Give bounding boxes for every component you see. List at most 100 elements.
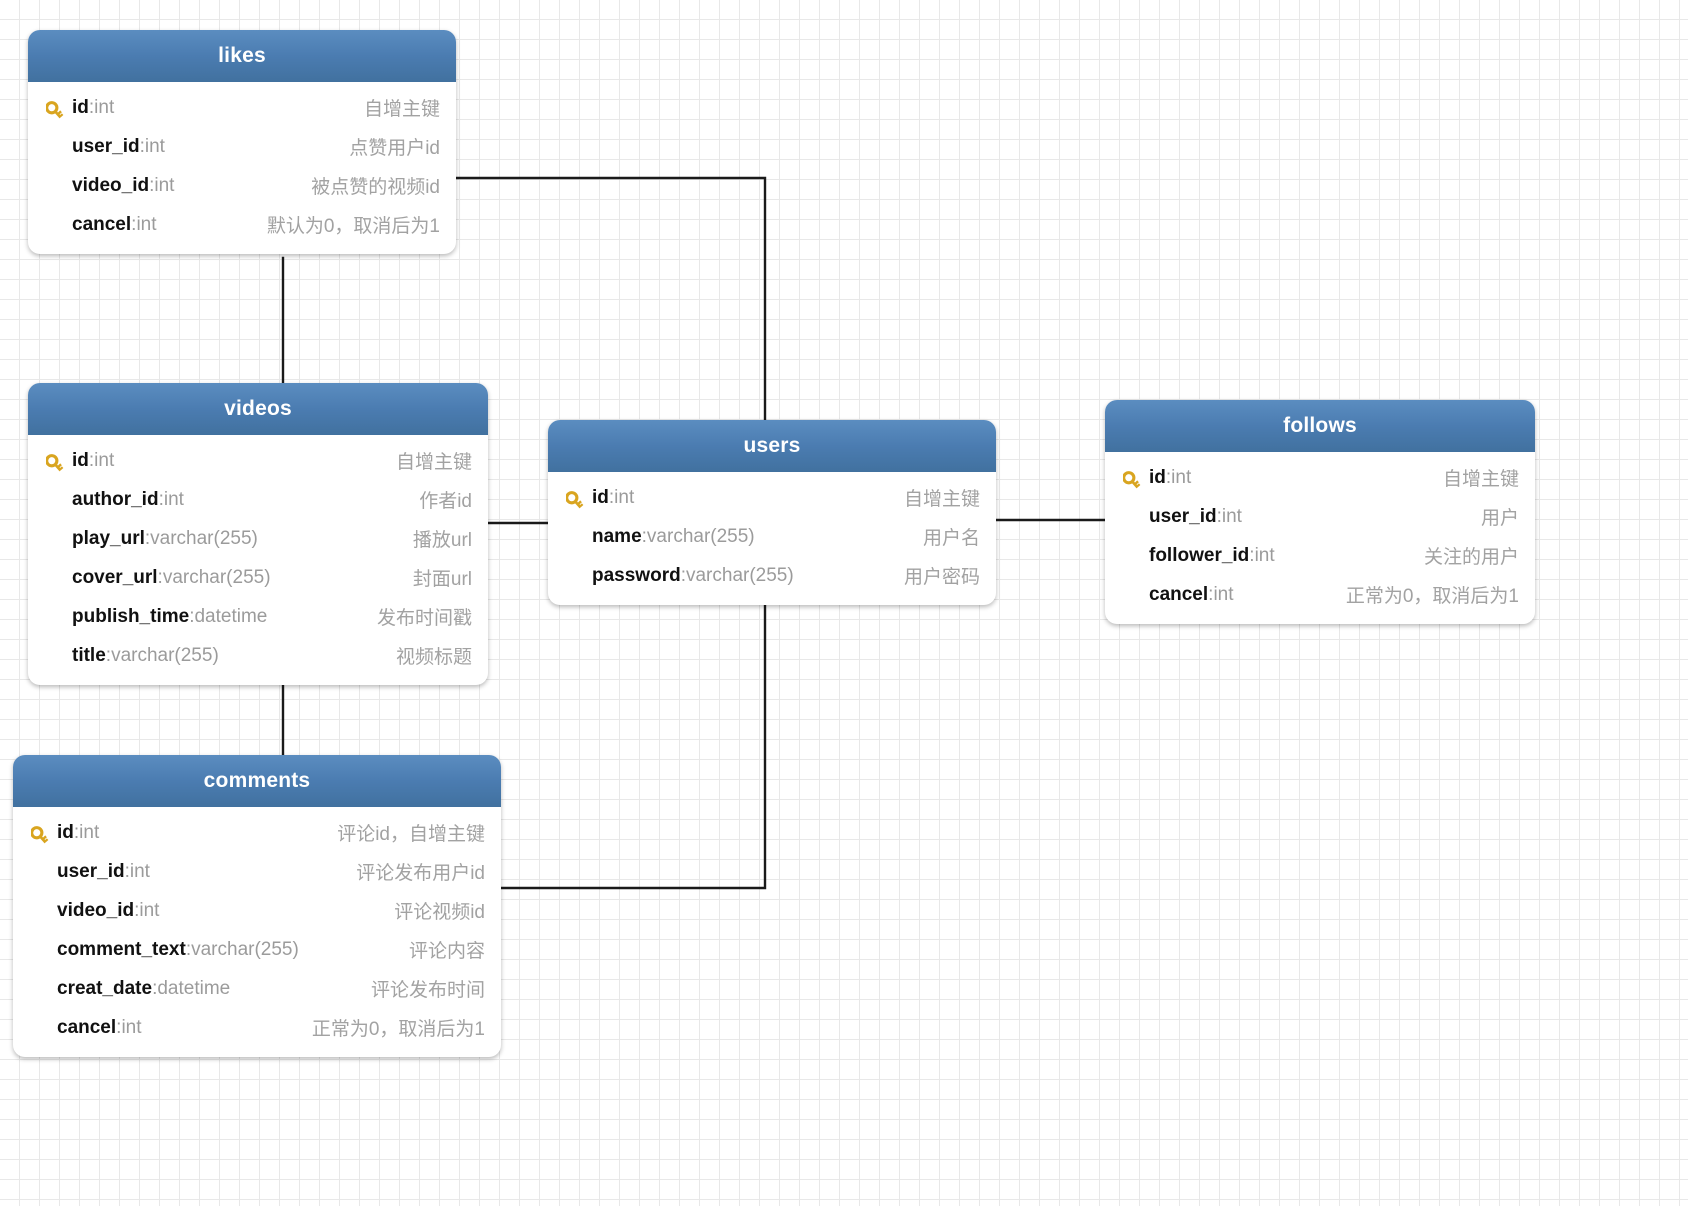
field-comment: 播放url (412, 530, 472, 551)
table-title-users: users (743, 434, 801, 457)
edge-likes-users[interactable] (454, 176, 767, 422)
field-type: int (139, 899, 160, 921)
field-separator: : (158, 488, 164, 510)
field-separator: : (105, 644, 112, 666)
table-row[interactable]: id: int 自增主键 (28, 441, 488, 480)
field-signature: user_id: int (1149, 506, 1242, 528)
field-signature: author_id: int (72, 489, 184, 511)
field-name: password (592, 564, 681, 586)
table-row[interactable]: play_url: varchar(255)播放url (28, 519, 488, 558)
table-row[interactable]: title: varchar(255)视频标题 (28, 636, 488, 675)
table-header-follows[interactable]: follows (1105, 400, 1535, 452)
field-separator: : (116, 1016, 122, 1038)
field-name: video_id (57, 899, 135, 921)
field-type: int (1171, 466, 1192, 488)
table-row[interactable]: cancel: int 正常为0，取消后为1 (1105, 575, 1535, 614)
primary-key-icon (562, 487, 592, 509)
field-comment: 正常为0，取消后为1 (311, 1019, 485, 1040)
field-signature: id: int (592, 487, 634, 509)
field-separator: : (1249, 544, 1255, 566)
field-comment: 正常为0，取消后为1 (1345, 586, 1519, 607)
table-row[interactable]: password: varchar(255)用户密码 (548, 556, 996, 595)
field-separator: : (608, 486, 615, 508)
field-signature: user_id: int (57, 861, 150, 883)
field-separator: : (641, 525, 647, 547)
primary-key-icon (1119, 467, 1149, 489)
table-row[interactable]: comment_text: varchar(255)评论内容 (13, 930, 501, 969)
table-row[interactable]: cover_url: varchar(255) 封面url (28, 558, 488, 597)
field-separator: : (1208, 583, 1214, 605)
field-separator: : (73, 821, 80, 843)
field-name: cancel (57, 1016, 117, 1038)
table-row[interactable]: publish_time: datetime 发布时间戳 (28, 597, 488, 636)
field-comment: 默认为0，取消后为1 (266, 216, 440, 237)
field-name: user_id (57, 860, 125, 882)
field-name: name (592, 525, 642, 547)
er-table-users[interactable]: users id: int 自增主键 name: varchar(255)用户名 pas… (548, 420, 996, 605)
field-type: int (94, 449, 115, 471)
field-comment: 封面url (412, 569, 472, 590)
field-type: int (154, 174, 175, 196)
field-comment: 作者id (419, 491, 472, 512)
table-row[interactable]: user_id: int 用户 (1105, 497, 1535, 536)
field-signature: id: int (72, 450, 114, 472)
field-comment: 关注的用户 (1423, 547, 1519, 568)
field-type: int (163, 488, 184, 510)
field-signature: comment_text: varchar(255) (57, 939, 299, 961)
table-header-likes[interactable]: likes (28, 30, 456, 82)
field-comment: 评论发布时间 (370, 980, 485, 1001)
field-comment: 评论视频id (394, 902, 485, 923)
field-name: id (1149, 466, 1166, 488)
table-header-videos[interactable]: videos (28, 383, 488, 435)
table-body-users: id: int 自增主键 name: varchar(255)用户名 password… (548, 472, 996, 605)
table-header-comments[interactable]: comments (13, 755, 501, 807)
field-signature: cancel: int (72, 214, 157, 236)
field-comment: 自增主键 (395, 452, 472, 473)
field-separator: : (157, 566, 163, 588)
field-separator: : (88, 449, 95, 471)
field-signature: publish_time: datetime (72, 606, 267, 628)
table-row[interactable]: name: varchar(255)用户名 (548, 517, 996, 556)
table-row[interactable]: id: int 自增主键 (548, 478, 996, 517)
field-type: int (1254, 544, 1275, 566)
field-comment: 自增主键 (363, 99, 440, 120)
field-comment: 被点赞的视频id (311, 177, 440, 198)
field-comment: 自增主键 (903, 489, 980, 510)
table-row[interactable]: cancel: int 默认为0，取消后为1 (28, 205, 456, 244)
field-type: varchar(255) (685, 564, 794, 586)
table-row[interactable]: cancel: int 正常为0，取消后为1 (13, 1008, 501, 1047)
edge-comments-users[interactable] (499, 600, 767, 890)
field-name: user_id (72, 135, 140, 157)
field-signature: cancel: int (57, 1017, 142, 1039)
field-comment: 用户 (1480, 508, 1519, 529)
field-name: cancel (1149, 583, 1209, 605)
primary-key-icon (42, 97, 72, 119)
field-type: int (1213, 583, 1234, 605)
field-comment: 点赞用户id (349, 138, 440, 159)
field-comment: 发布时间戳 (376, 608, 472, 629)
field-comment: 用户密码 (903, 567, 980, 588)
field-name: user_id (1149, 505, 1217, 527)
field-signature: cover_url: varchar(255) (72, 567, 271, 589)
field-separator: : (131, 213, 137, 235)
field-separator: : (152, 977, 158, 999)
field-name: id (57, 821, 74, 843)
table-header-users[interactable]: users (548, 420, 996, 472)
field-type: varchar(255) (150, 527, 258, 549)
table-row[interactable]: author_id: int 作者id (28, 480, 488, 519)
field-separator: : (88, 96, 95, 118)
